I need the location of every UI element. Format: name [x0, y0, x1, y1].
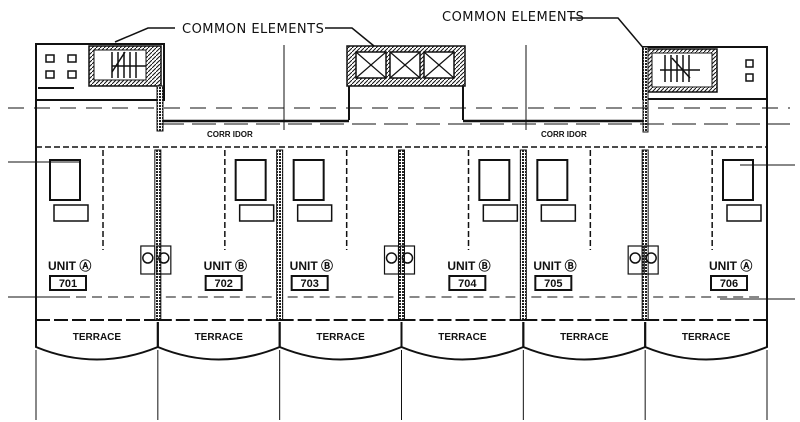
unit-number: 702: [214, 278, 232, 290]
unit-type-badge: Ⓑ: [235, 258, 247, 273]
terrace-label: TERRACE: [73, 332, 122, 343]
callout-leader-right: [570, 17, 646, 51]
unit-number-box: [710, 275, 748, 291]
unit-type-label: UNIT Ⓑ: [290, 258, 333, 273]
right-core: [642, 46, 768, 133]
common-elements-callout-right: COMMON ELEMENTS: [442, 10, 584, 25]
terrace-label: TERRACE: [316, 332, 365, 343]
unit-number: 701: [59, 278, 77, 290]
unit-type-label: UNIT Ⓑ: [533, 258, 576, 273]
unit-type-label: UNIT Ⓐ: [48, 258, 91, 273]
unit-type-badge: Ⓑ: [321, 258, 333, 273]
unit-type-label: UNIT Ⓐ: [709, 258, 752, 273]
left-core: [35, 43, 165, 132]
unit-number: 705: [544, 278, 562, 290]
unit-type-badge: Ⓐ: [740, 258, 752, 273]
unit-type-label: UNIT Ⓑ: [204, 258, 247, 273]
unit-type-badge: Ⓑ: [479, 258, 491, 273]
callout-leader-left-a: [114, 27, 175, 43]
terrace-label: TERRACE: [438, 332, 487, 343]
corridor-label-right: CORR IDOR: [541, 130, 587, 139]
common-elements-callout-left: COMMON ELEMENTS: [182, 22, 324, 37]
grid-lines: [8, 45, 795, 300]
unit-number-box: [204, 275, 243, 291]
unit-type-badge: Ⓑ: [565, 258, 577, 273]
unit-number-box: [290, 275, 329, 291]
elevator-core: [346, 45, 466, 120]
terrace-label: TERRACE: [195, 332, 244, 343]
unit-type-label: UNIT Ⓑ: [447, 258, 490, 273]
corridor-label-left: CORR IDOR: [207, 130, 253, 139]
unit-number: 704: [458, 278, 477, 290]
callout-leader-left-b: [325, 27, 375, 47]
terrace-label: TERRACE: [560, 332, 609, 343]
unit-number-box: [534, 275, 573, 291]
unit-number-box: [448, 275, 487, 291]
unit-type-badge: Ⓐ: [79, 258, 91, 273]
corridor: [8, 99, 790, 345]
unit-number-box: [49, 275, 87, 291]
unit-number: 703: [300, 278, 318, 290]
unit-number: 706: [720, 278, 738, 290]
terrace-label: TERRACE: [682, 332, 731, 343]
